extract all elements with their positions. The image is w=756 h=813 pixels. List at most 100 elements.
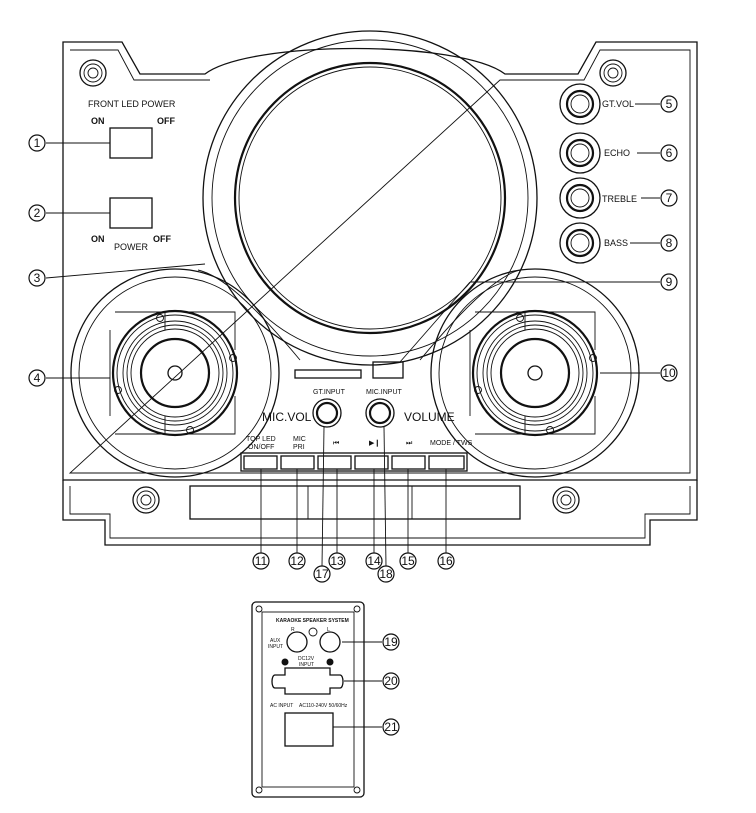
callout-5: 5: [660, 95, 678, 113]
power-on-label: ON: [91, 234, 105, 244]
dc12v-label: DC12V: [298, 656, 315, 662]
dc-input-label: INPUT: [299, 662, 314, 668]
callout-7: 7: [660, 189, 678, 207]
callout-20: 20: [382, 672, 400, 690]
svg-text:1: 1: [34, 136, 41, 150]
dc-input-port[interactable]: [271, 667, 344, 695]
svg-text:10: 10: [662, 366, 676, 380]
prev-label: ⏮: [333, 440, 339, 447]
aux-input-label: INPUT: [268, 644, 283, 650]
callouts: 1 2 3 4 5 6 7 8 9 10 11 12 13 14 15 16 1…: [28, 95, 678, 736]
callout-3: 3: [28, 269, 46, 287]
mode-tws-label: MODE / TWS: [430, 440, 473, 447]
aux-r-jack[interactable]: [286, 631, 308, 653]
mic-pri-button[interactable]: [280, 455, 315, 470]
callout-13: 13: [328, 552, 346, 570]
front-led-power-switch[interactable]: [109, 127, 153, 159]
ac-input-socket[interactable]: [284, 712, 334, 747]
screw-bottom-left: [132, 486, 160, 514]
callout-16: 16: [437, 552, 455, 570]
leader-lines: [45, 103, 660, 728]
callout-4: 4: [28, 369, 46, 387]
mic-input-label: MIC.INPUT: [366, 389, 403, 396]
svg-text:14: 14: [367, 554, 381, 568]
screw-top-left: [79, 59, 107, 87]
svg-text:18: 18: [379, 567, 393, 581]
dc-plus-icon: [281, 658, 289, 666]
power-switch[interactable]: [109, 197, 153, 229]
svg-text:12: 12: [290, 554, 304, 568]
callout-12: 12: [288, 552, 306, 570]
volume-label: VOLUME: [404, 410, 455, 424]
svg-text:5: 5: [666, 97, 673, 111]
front-led-on-label: ON: [91, 116, 105, 126]
screw-top-right: [599, 59, 627, 87]
callout-9: 9: [660, 273, 678, 291]
play-pause-button[interactable]: [354, 455, 389, 470]
top-led-button[interactable]: [243, 455, 278, 470]
callout-18: 18: [377, 565, 395, 583]
callout-2: 2: [28, 204, 46, 222]
front-panel: FRONT LED POWER ON OFF ON OFF POWER GT.V…: [62, 30, 698, 481]
prev-button[interactable]: [317, 455, 352, 470]
ac-spec-label: AC110-240V 50/60Hz: [299, 703, 348, 709]
gt-input-jack[interactable]: [312, 398, 342, 428]
ac-input-label: AC INPUT: [270, 703, 293, 709]
bass-knob[interactable]: [559, 222, 601, 264]
usb-slot[interactable]: [294, 369, 362, 379]
callout-11: 11: [252, 552, 270, 570]
top-led-onoff-label: ON/OFF: [248, 444, 274, 451]
svg-text:21: 21: [384, 720, 398, 734]
indicator-led: [308, 627, 318, 637]
svg-text:17: 17: [315, 567, 329, 581]
button-bar: [240, 452, 468, 472]
treble-label: TREBLE: [602, 194, 637, 204]
callout-6: 6: [660, 144, 678, 162]
aux-l-jack[interactable]: [319, 631, 341, 653]
svg-text:6: 6: [666, 146, 673, 160]
svg-text:13: 13: [330, 554, 344, 568]
power-off-label: OFF: [153, 234, 171, 244]
callout-10: 10: [660, 364, 678, 382]
gt-vol-knob[interactable]: [559, 83, 601, 125]
front-led-off-label: OFF: [157, 116, 175, 126]
callout-14: 14: [365, 552, 383, 570]
svg-text:11: 11: [255, 554, 268, 568]
mode-tws-button[interactable]: [428, 455, 465, 470]
dc-minus-icon: [326, 658, 334, 666]
top-led-label: TOP LED: [246, 436, 276, 443]
top-center-speaker: [202, 30, 538, 366]
ir-window: [372, 361, 404, 379]
screw-bottom-right: [552, 486, 580, 514]
svg-text:4: 4: [34, 371, 41, 385]
callout-8: 8: [660, 234, 678, 252]
treble-knob[interactable]: [559, 177, 601, 219]
mic-vol-label: MIC.VOL: [262, 410, 312, 424]
callout-21: 21: [382, 718, 400, 736]
gt-input-label: GT.INPUT: [313, 389, 346, 396]
svg-text:16: 16: [439, 554, 453, 568]
mic-input-jack[interactable]: [365, 398, 395, 428]
svg-text:8: 8: [666, 236, 673, 250]
power-label: POWER: [114, 242, 149, 252]
bass-label: BASS: [604, 238, 628, 248]
aux-r-label: R: [291, 627, 295, 633]
mic-pri-label-1: MIC: [293, 436, 306, 443]
back-panel-title: KARAOKE SPEAKER SYSTEM: [276, 618, 349, 624]
next-button[interactable]: [391, 455, 426, 470]
aux-label: AUX: [270, 638, 281, 644]
play-pause-label: ▶❙: [369, 439, 380, 447]
svg-text:7: 7: [666, 191, 673, 205]
mic-pri-label-2: PRI: [293, 444, 305, 451]
callout-19: 19: [382, 633, 400, 651]
aux-l-label: L: [327, 627, 330, 633]
right-woofer: [430, 268, 640, 478]
next-label: ⏭: [406, 440, 413, 447]
svg-text:15: 15: [401, 554, 415, 568]
svg-text:9: 9: [666, 275, 673, 289]
callout-1: 1: [28, 134, 46, 152]
front-led-power-label: FRONT LED POWER: [88, 99, 176, 109]
echo-knob[interactable]: [559, 132, 601, 174]
callout-17: 17: [313, 565, 331, 583]
